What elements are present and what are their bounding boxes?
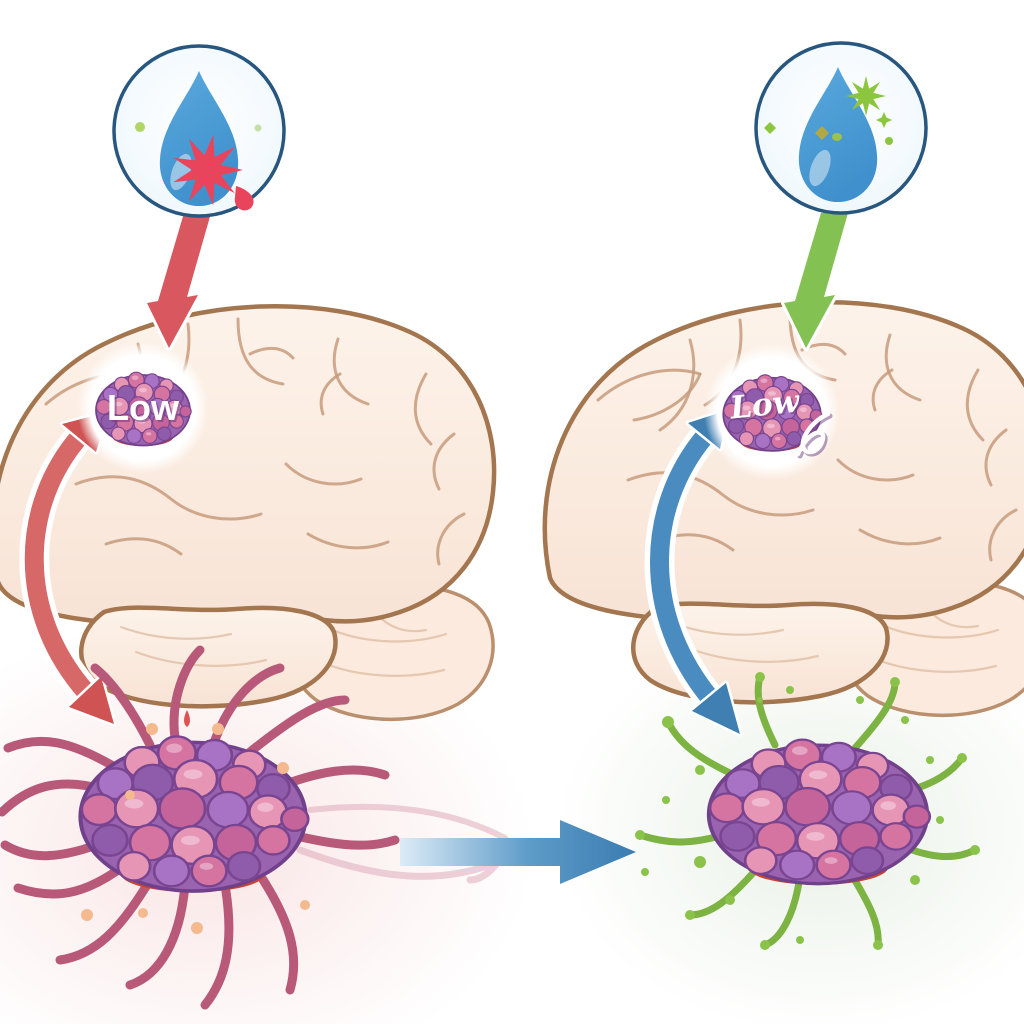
small-dot bbox=[254, 124, 262, 132]
red-droplet-dot bbox=[184, 710, 190, 727]
arrowhead-down-icon bbox=[66, 674, 117, 727]
small-dot bbox=[885, 137, 893, 145]
arrowhead-down-icon bbox=[689, 680, 743, 737]
tumor-label-right: Low bbox=[727, 383, 802, 426]
diamond-dot bbox=[764, 122, 776, 134]
tumor-label-left-shadow: Low bbox=[109, 389, 182, 430]
peach-dots bbox=[81, 723, 310, 934]
delivery-arrow-left bbox=[144, 210, 214, 351]
sparkle-star-icon bbox=[846, 76, 886, 116]
delivery-arrow-right bbox=[781, 210, 851, 351]
flourish-icon bbox=[795, 411, 831, 457]
red-drip-icon bbox=[234, 186, 254, 211]
left-badge-droplet-damaged bbox=[112, 44, 286, 218]
spread-arrow-right-blue bbox=[644, 407, 743, 737]
tumor-label-left: Low bbox=[107, 387, 180, 428]
tumor-label-right-group: Low Low bbox=[727, 383, 804, 428]
tumor-label-right-shadow: Low bbox=[730, 385, 805, 428]
small-dot bbox=[135, 122, 145, 132]
progression-arrow bbox=[400, 820, 636, 884]
right-badge-droplet-treated bbox=[754, 41, 928, 215]
diamond-dot bbox=[815, 126, 829, 140]
small-dot bbox=[832, 133, 842, 141]
red-burst-icon bbox=[173, 134, 243, 206]
sparkle-small-icon bbox=[876, 112, 892, 128]
